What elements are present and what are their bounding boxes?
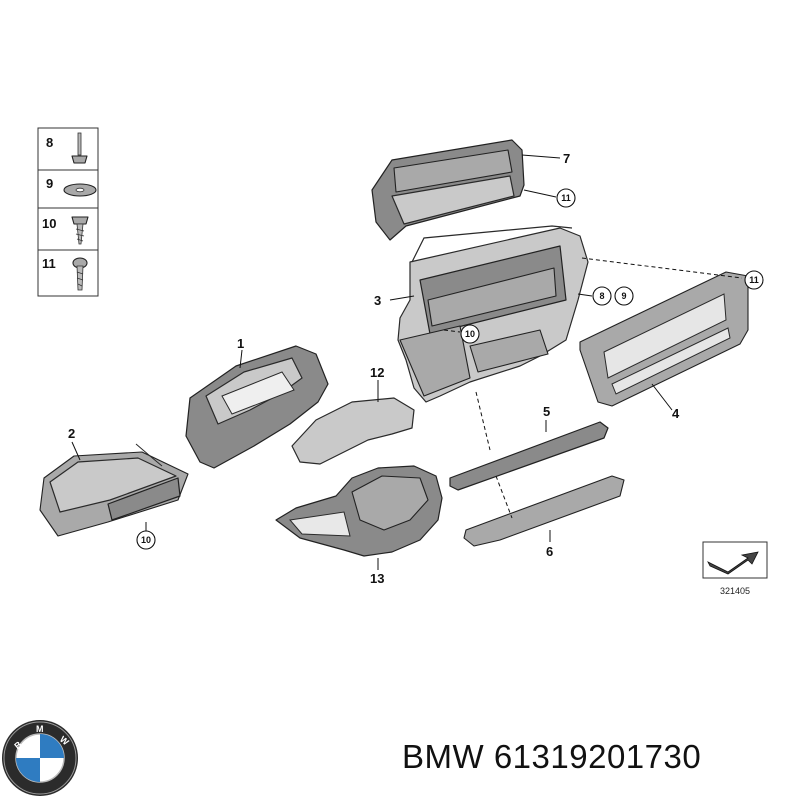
legend-num-9: 9 (46, 176, 53, 191)
alignment-line (475, 391, 491, 451)
svg-text:11: 11 (749, 275, 759, 285)
alignment-line (581, 257, 743, 279)
callout-3: 3 (374, 293, 381, 308)
caption-brand: BMW (402, 738, 485, 775)
legend-num-10: 10 (42, 216, 56, 231)
washer-9-icon (63, 183, 97, 197)
part-4-trim-bezel (579, 271, 749, 411)
legend-num-11: 11 (42, 256, 56, 271)
callout-13: 13 (370, 571, 384, 586)
circled-callout-10-glovebox: 10 (136, 530, 156, 550)
screw-8-icon (71, 132, 88, 164)
circled-callout-8-9: 8 9 (592, 286, 634, 306)
diagram-ref-number: 321405 (720, 586, 750, 596)
circled-callout-10-center: 10 (460, 324, 480, 344)
callout-5: 5 (543, 404, 550, 419)
svg-text:11: 11 (561, 193, 571, 203)
callout-6: 6 (546, 544, 553, 559)
part-12-column-cover (291, 380, 415, 465)
svg-text:M: M (36, 724, 44, 734)
part-6-trim-strip (463, 475, 625, 547)
part-2-glovebox (39, 441, 189, 537)
callout-4: 4 (672, 406, 680, 421)
part-7-display-housing (371, 139, 561, 241)
screw-10-icon (71, 216, 89, 245)
diagram-reference: 321405 (702, 541, 768, 596)
caption-part-number: 61319201730 (493, 738, 702, 775)
circled-callout-11-top: 11 (556, 188, 576, 208)
part-caption: BMW 61319201730 (402, 738, 792, 790)
callout-7: 7 (563, 151, 570, 166)
part-13-lower-trim (275, 465, 443, 570)
screw-11-icon (72, 257, 88, 291)
hardware-legend: 8 9 10 11 (37, 127, 99, 297)
alignment-line (443, 329, 461, 333)
svg-text:10: 10 (141, 535, 151, 545)
part-3-carrier-frame (389, 225, 593, 403)
svg-text:10: 10 (465, 329, 475, 339)
svg-text:B: B (12, 739, 24, 751)
part-1-console-frame (185, 345, 329, 469)
legend-num-8: 8 (46, 135, 53, 150)
svg-text:8: 8 (599, 291, 604, 301)
callout-12: 12 (370, 365, 384, 380)
circled-callout-11-right: 11 (744, 270, 764, 290)
bmw-logo: B M W (2, 720, 78, 796)
alignment-line (495, 475, 513, 519)
svg-text:9: 9 (621, 291, 626, 301)
part-5-trim-strip (449, 420, 609, 491)
callout-1: 1 (237, 336, 244, 351)
arrow-icon (707, 551, 759, 575)
callout-2: 2 (68, 426, 75, 441)
